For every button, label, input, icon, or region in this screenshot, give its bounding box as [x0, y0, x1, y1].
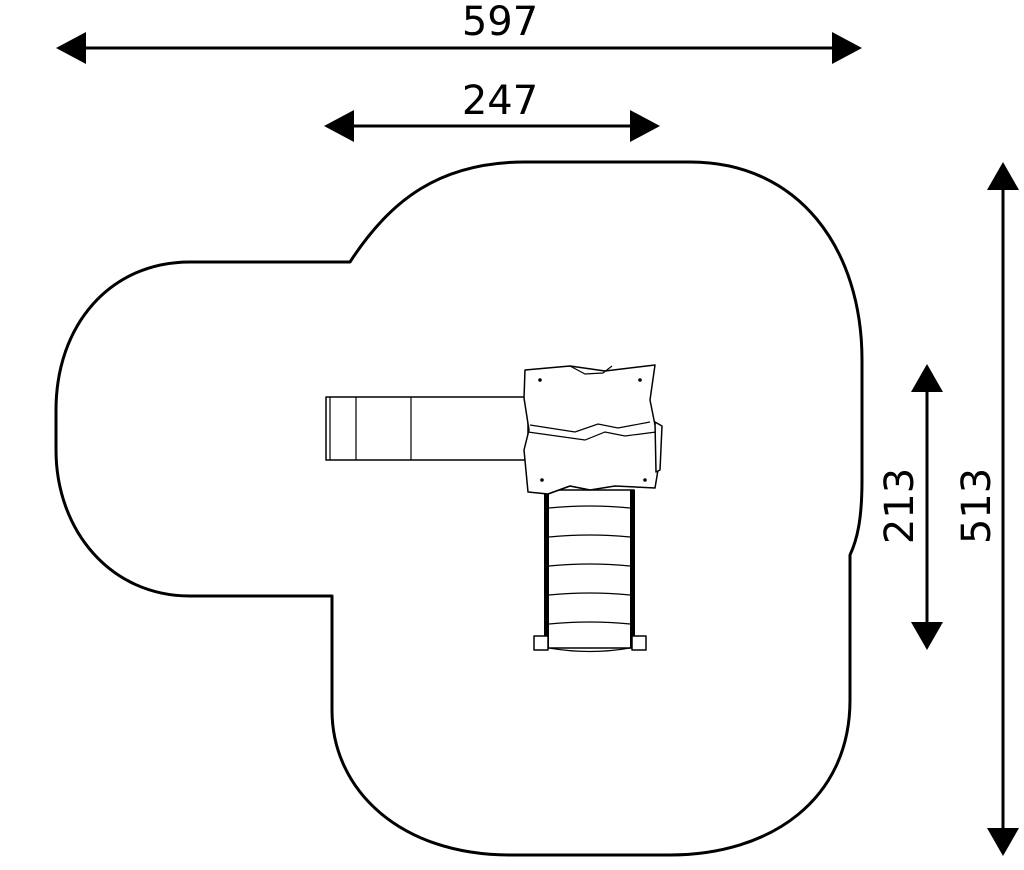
dimension-equipment-depth: 213	[877, 364, 943, 650]
equipment-depth-label: 213	[877, 468, 923, 544]
total-depth-label: 513	[954, 468, 1000, 544]
tower-width-label: 247	[462, 78, 538, 124]
slide	[325, 396, 529, 461]
ladder	[533, 489, 647, 653]
safety-zone-outline	[54, 160, 864, 857]
dimension-total-width: 597	[56, 0, 862, 64]
dimension-total-depth: 513	[954, 162, 1019, 856]
dimension-tower-width: 247	[324, 78, 660, 142]
total-width-label: 597	[462, 0, 538, 45]
tower-platform	[523, 364, 663, 495]
